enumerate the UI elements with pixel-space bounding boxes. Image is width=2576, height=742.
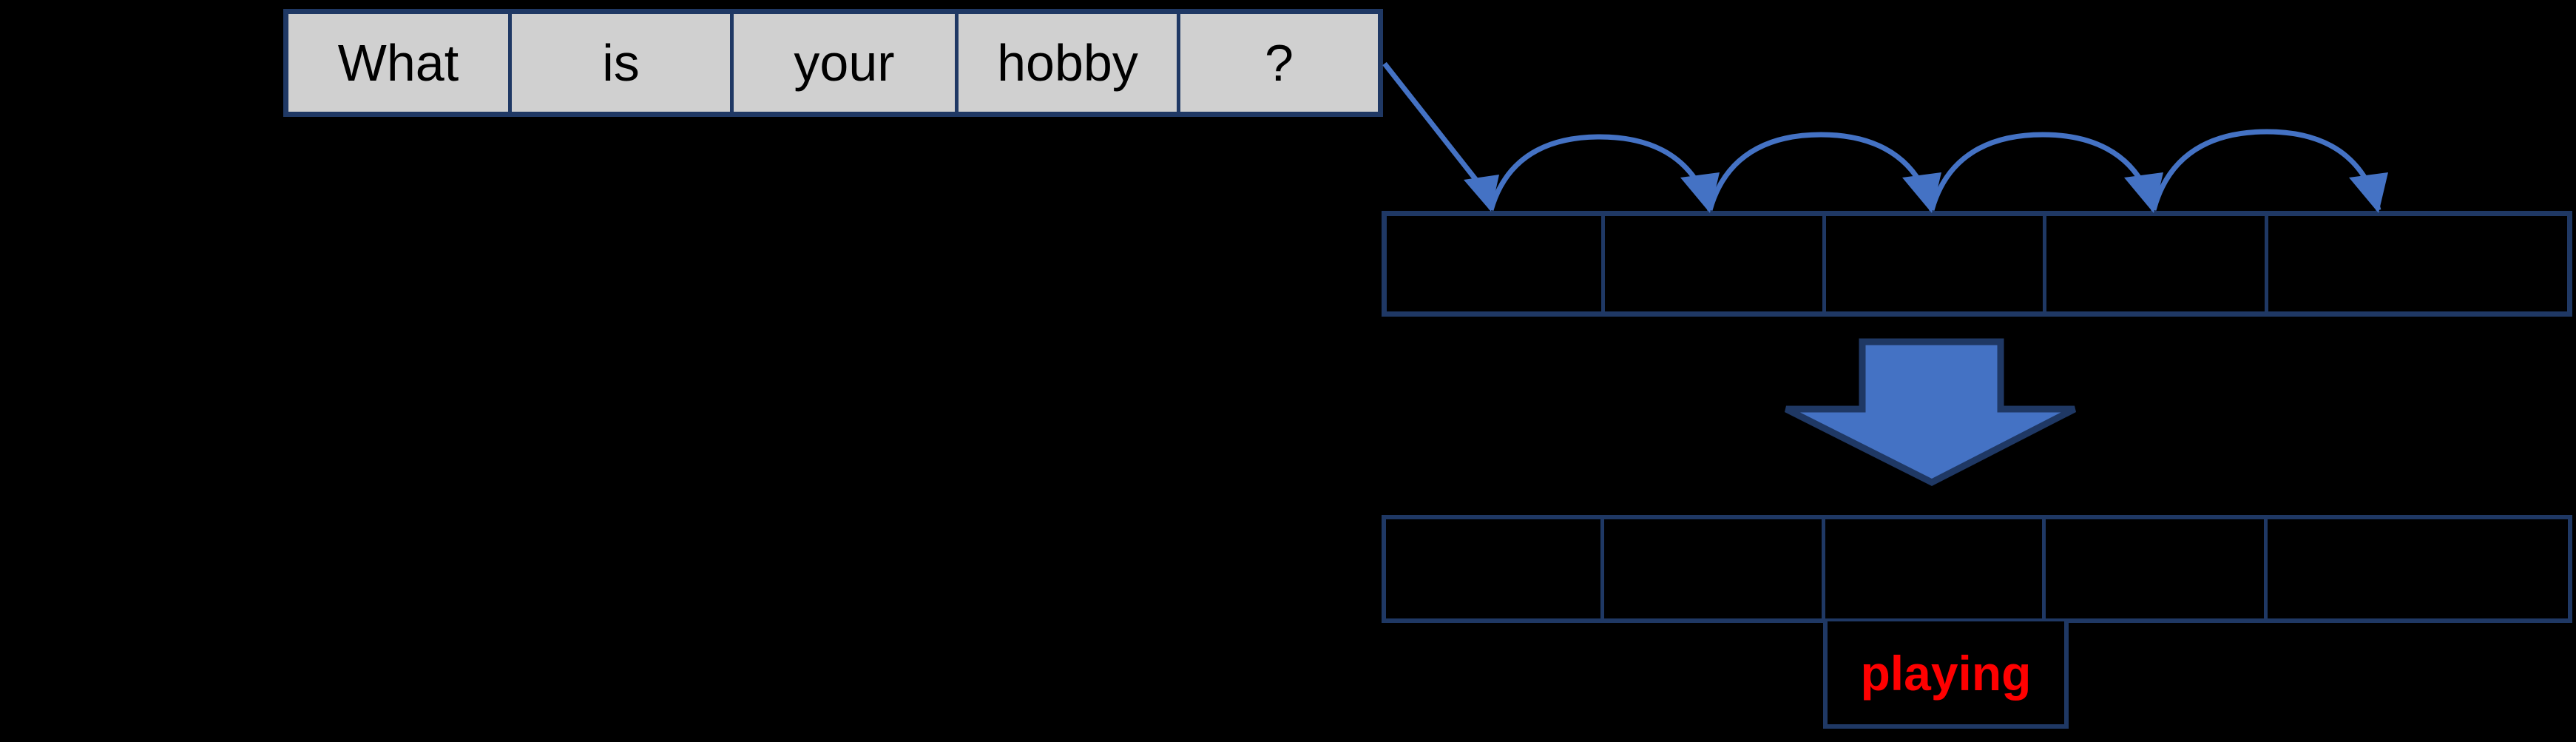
encoder-table bbox=[1382, 211, 2572, 317]
predicted-token-cell[interactable]: playing bbox=[1823, 621, 2069, 729]
encoder-cell[interactable] bbox=[1826, 216, 2046, 311]
decoder-cell[interactable] bbox=[2268, 519, 2566, 618]
decoder-cell[interactable] bbox=[2046, 519, 2268, 618]
decoder-cell[interactable] bbox=[1386, 519, 1604, 618]
encoder-cell[interactable] bbox=[1605, 216, 1826, 311]
decoder-table bbox=[1382, 515, 2572, 623]
input-cell[interactable]: What bbox=[288, 14, 512, 112]
encoder-recurrent-arrows bbox=[1488, 129, 2381, 212]
input-cell[interactable]: is bbox=[512, 14, 734, 112]
encoder-cell[interactable] bbox=[1387, 216, 1605, 311]
input-cell[interactable]: your bbox=[734, 14, 959, 112]
decoder-cell[interactable] bbox=[1825, 519, 2046, 618]
encoder-recurrent-arrowheads bbox=[1680, 172, 2388, 213]
input-to-encoder-arrow bbox=[1382, 61, 1499, 212]
encoder-cell[interactable] bbox=[2046, 216, 2268, 311]
input-sentence-table: What is your hobby ? bbox=[283, 9, 1383, 117]
decoder-cell[interactable] bbox=[1604, 519, 1825, 618]
encoder-cell[interactable] bbox=[2268, 216, 2567, 311]
encoder-to-decoder-arrow bbox=[1784, 338, 2077, 487]
input-cell[interactable]: ? bbox=[1180, 14, 1378, 112]
input-cell[interactable]: hobby bbox=[959, 14, 1180, 112]
